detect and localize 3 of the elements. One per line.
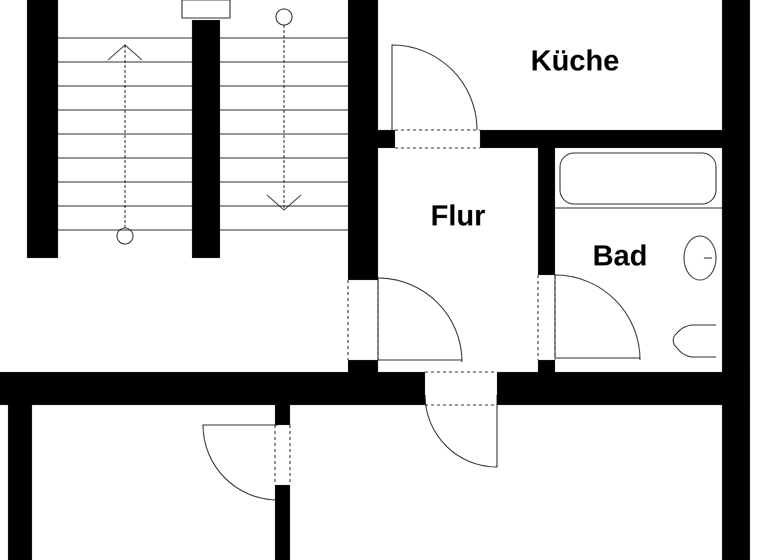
room-label: Küche xyxy=(532,49,618,71)
room-label: Flur xyxy=(432,204,485,226)
room-label: Bad xyxy=(594,244,646,266)
